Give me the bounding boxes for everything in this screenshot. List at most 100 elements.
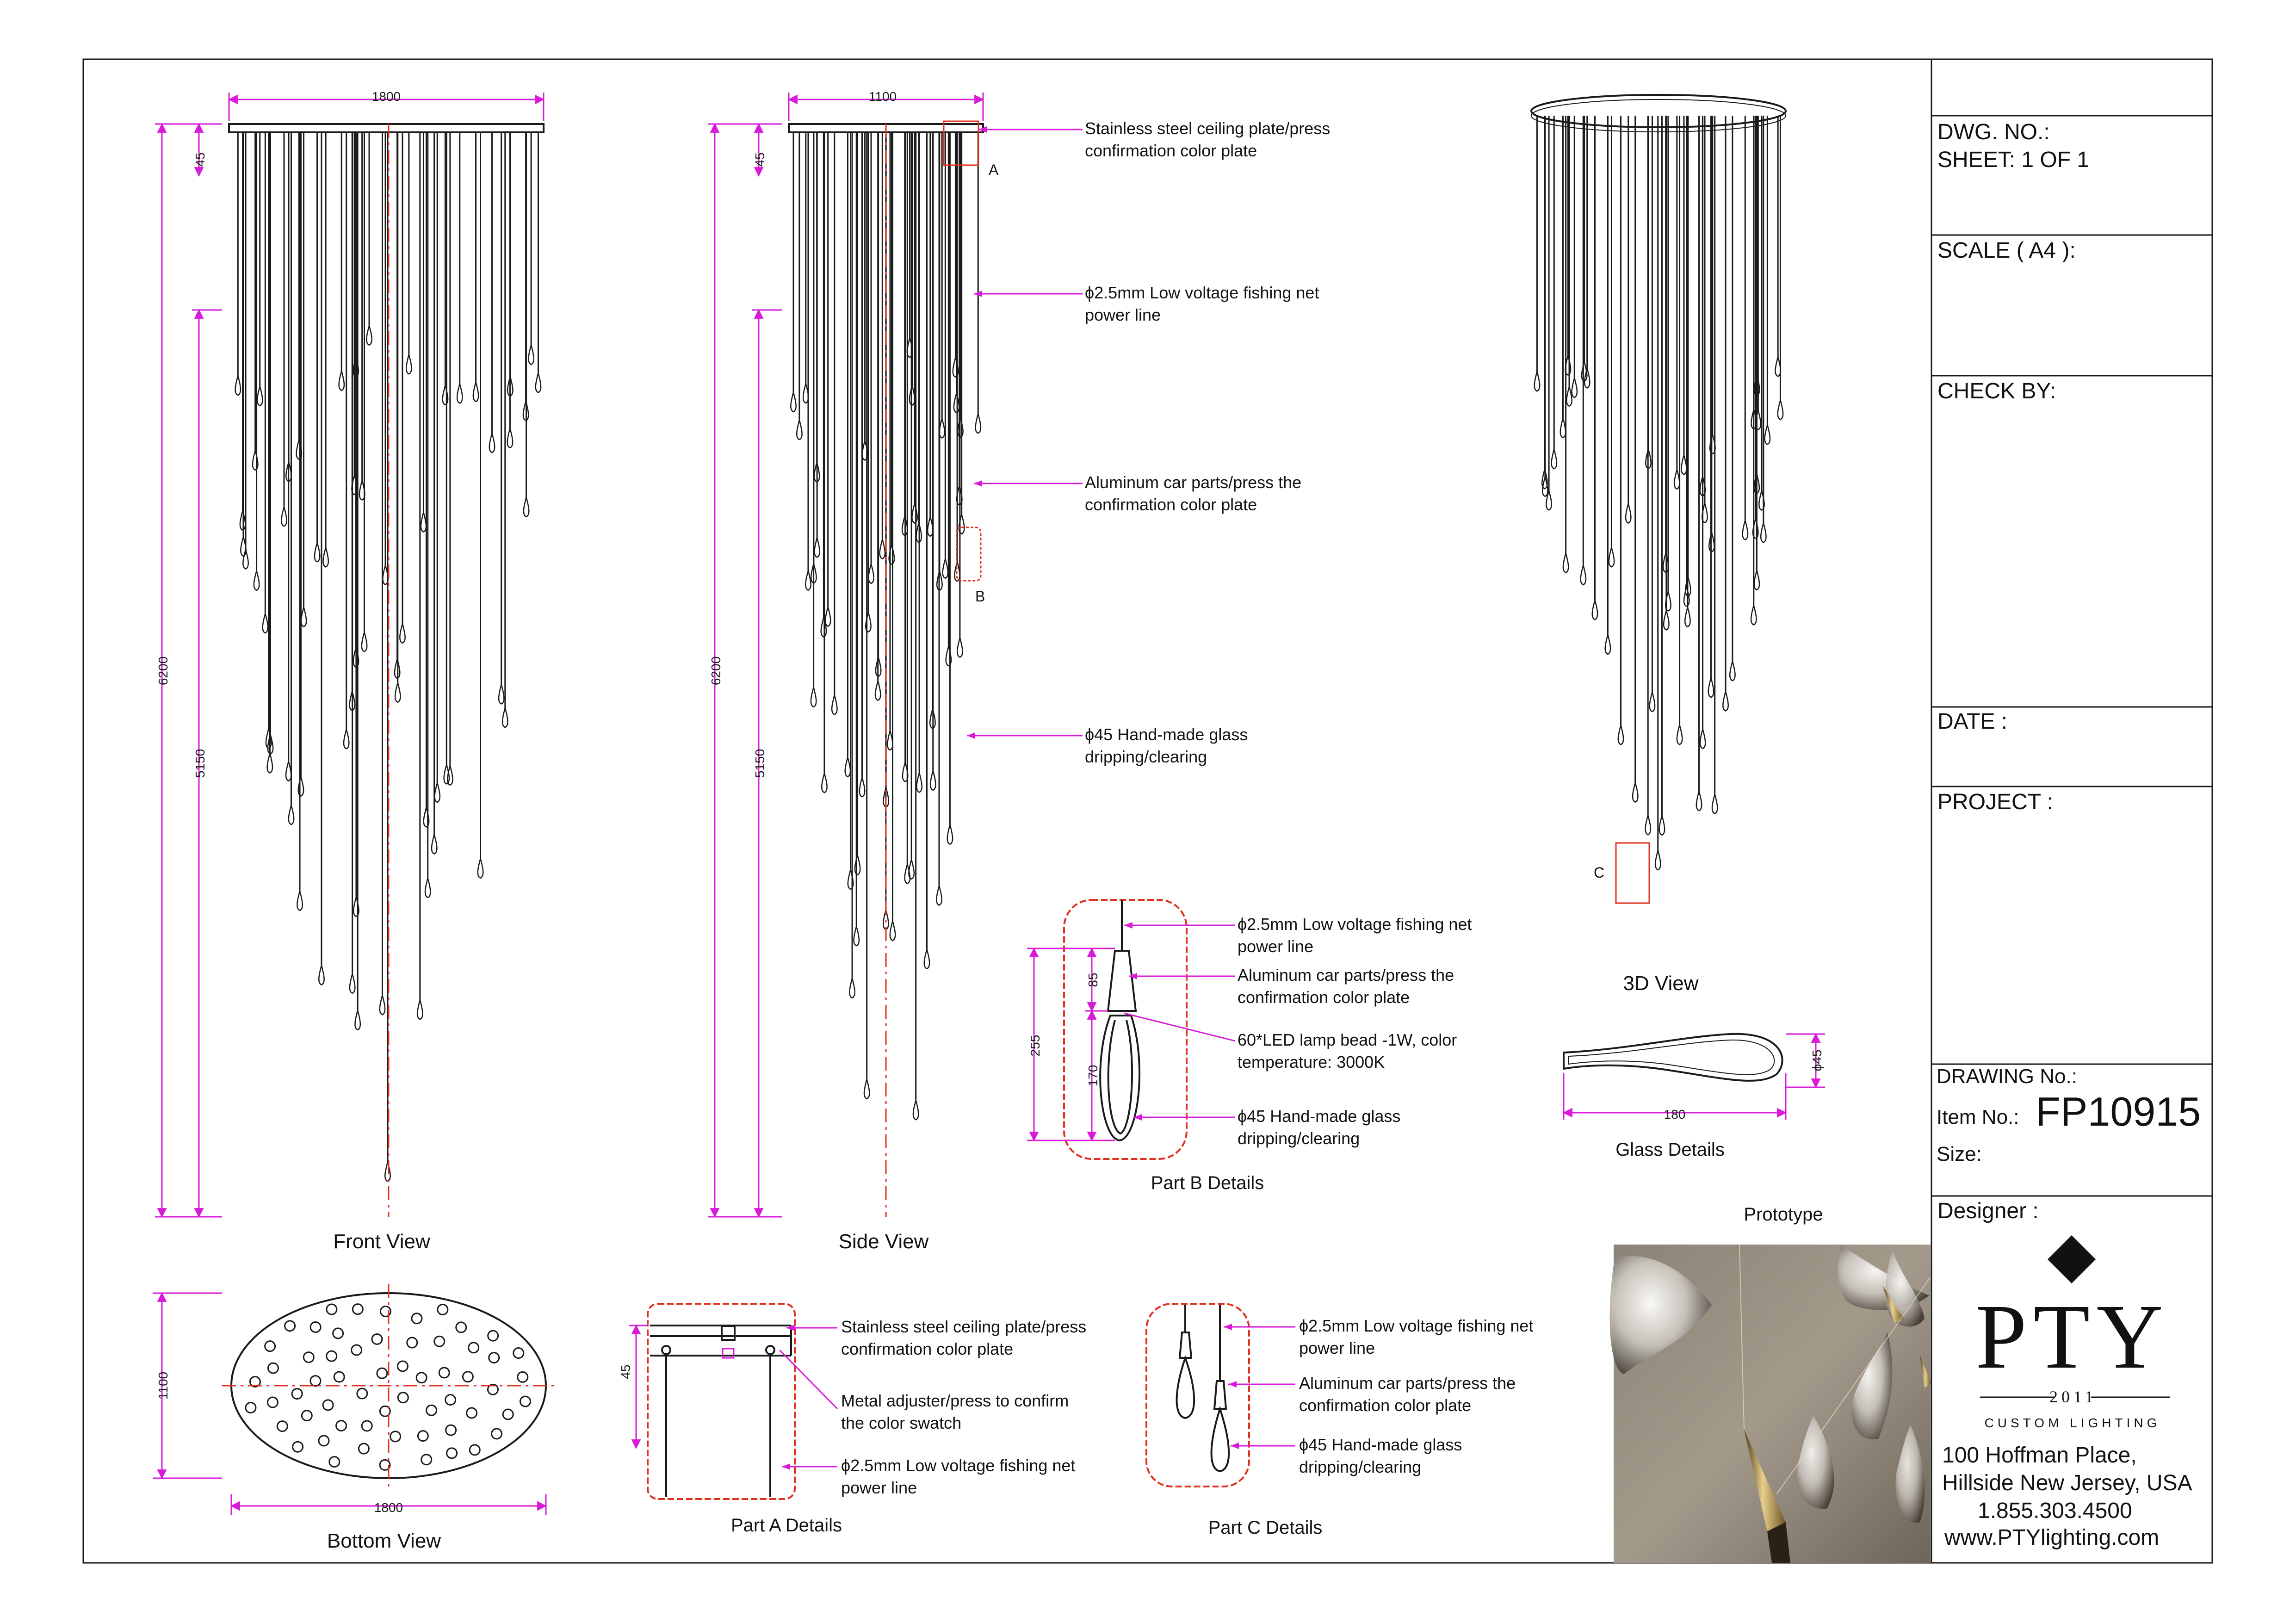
glass-drop bbox=[1654, 848, 1661, 871]
glass-drop bbox=[811, 561, 817, 584]
glass-drop bbox=[343, 727, 350, 750]
front-ceiling-plate bbox=[228, 123, 545, 133]
bottom-dim-height: 1100 bbox=[156, 1372, 170, 1400]
glass-drop bbox=[1722, 689, 1729, 712]
glass-drop bbox=[958, 512, 965, 535]
front-dim-width: 1800 bbox=[372, 89, 401, 104]
bottom-dimensions bbox=[153, 1292, 547, 1515]
glass-drop bbox=[953, 391, 960, 414]
diamond-icon bbox=[2048, 1235, 2096, 1283]
designer-label: Designer : bbox=[1937, 1199, 2039, 1223]
part-a-callout-adjuster-2: the color swatch bbox=[841, 1413, 961, 1432]
mount-hole bbox=[513, 1347, 525, 1359]
side-leader-heads bbox=[967, 126, 987, 739]
phone: 1.855.303.4500 bbox=[1978, 1499, 2132, 1523]
part-b-callout-line-2: power line bbox=[1238, 937, 1313, 956]
glass-drop bbox=[1753, 373, 1760, 396]
mount-hole bbox=[326, 1350, 338, 1362]
drawing-no-label: DRAWING No.: bbox=[1937, 1065, 2077, 1088]
glass-drop bbox=[1683, 584, 1690, 607]
glass-drop bbox=[1659, 813, 1665, 836]
glass-drop bbox=[1711, 792, 1718, 815]
glass-drop bbox=[472, 380, 479, 403]
glass-drop bbox=[285, 759, 292, 782]
glass-drop bbox=[288, 803, 295, 825]
mount-hole bbox=[276, 1420, 288, 1432]
mount-hole bbox=[333, 1371, 345, 1383]
glass-drop bbox=[353, 895, 359, 917]
front-view: 1800 6200 45 5150 Front View bbox=[155, 89, 545, 1253]
part-a-callout-line-1: ϕ2.5mm Low voltage fishing net bbox=[841, 1456, 1075, 1475]
part-c-callout-glass-1: ϕ45 Hand-made glass bbox=[1299, 1435, 1462, 1454]
glass-drop bbox=[1571, 376, 1578, 398]
glass-drop bbox=[300, 605, 307, 627]
logo-name: PTY bbox=[1975, 1286, 2170, 1388]
glass-drop bbox=[297, 889, 303, 911]
glass-details-title: Glass Details bbox=[1615, 1140, 1725, 1160]
sheet-label: SHEET: 1 OF 1 bbox=[1937, 148, 2090, 172]
mount-hole bbox=[468, 1342, 480, 1354]
part-b-callout-line-1: ϕ2.5mm Low voltage fishing net bbox=[1238, 915, 1472, 934]
website[interactable]: www.PTYlighting.com bbox=[1944, 1525, 2160, 1550]
glass-drop bbox=[1750, 603, 1757, 626]
callout-ceiling-plate-1: Stainless steel ceiling plate/press bbox=[1085, 119, 1330, 138]
side-dim-width: 1100 bbox=[869, 89, 897, 104]
glass-drop bbox=[844, 755, 851, 778]
mount-hole bbox=[455, 1321, 467, 1333]
sheet-frame bbox=[82, 58, 2213, 1564]
glass-drop bbox=[957, 415, 964, 438]
glass-drop bbox=[1676, 723, 1683, 745]
glass-drop bbox=[1684, 605, 1691, 627]
address-line-1: 100 Hoffman Place, bbox=[1942, 1443, 2137, 1468]
glass-drop bbox=[1649, 690, 1656, 712]
glass-drop bbox=[443, 762, 450, 785]
glass-drop bbox=[405, 352, 412, 375]
bottom-view: 1800 1100 Bottom View bbox=[153, 1284, 555, 1552]
mount-hole bbox=[284, 1320, 296, 1332]
glass-drop bbox=[1775, 354, 1782, 377]
glass-drop bbox=[1541, 475, 1548, 497]
glass-drop bbox=[262, 611, 269, 634]
glass-drop bbox=[297, 774, 304, 797]
glass-drop bbox=[349, 972, 356, 994]
dwg-no-label: DWG. NO.: bbox=[1937, 120, 2050, 144]
mount-hole bbox=[433, 1335, 446, 1347]
mount-hole bbox=[491, 1428, 503, 1440]
mount-hole bbox=[371, 1333, 383, 1345]
glass-drop bbox=[889, 919, 896, 942]
glass-drop bbox=[1534, 369, 1541, 392]
glass-drop bbox=[523, 495, 530, 518]
glass-drop bbox=[1604, 632, 1611, 655]
glass-drop bbox=[1584, 366, 1590, 389]
front-dim-plate: 45 bbox=[193, 152, 207, 167]
glass-drop bbox=[820, 615, 827, 638]
part-b-dim-total: 255 bbox=[1028, 1035, 1042, 1057]
callout-power-line-2: power line bbox=[1085, 305, 1161, 324]
part-b-callout-alu-1: Aluminum car parts/press the bbox=[1238, 966, 1454, 985]
glass-drop bbox=[361, 630, 368, 652]
date-label: DATE : bbox=[1937, 709, 2008, 734]
glass-drop bbox=[1580, 563, 1587, 586]
glass-drop bbox=[1625, 501, 1632, 524]
mount-hole bbox=[390, 1431, 402, 1443]
three-d-marker-c-box bbox=[1615, 842, 1650, 904]
glass-drop bbox=[957, 635, 963, 658]
mount-hole bbox=[264, 1340, 276, 1352]
bottom-dim-width: 1800 bbox=[374, 1500, 403, 1515]
mount-hole bbox=[396, 1360, 408, 1372]
glass-drop bbox=[814, 535, 821, 558]
glass-drop bbox=[1566, 384, 1572, 407]
mount-hole bbox=[332, 1327, 344, 1339]
front-strands bbox=[235, 132, 542, 1183]
part-b-outline bbox=[1063, 899, 1188, 1160]
front-view-title: Front View bbox=[333, 1230, 430, 1253]
glass-drop bbox=[854, 853, 861, 875]
glass-drop bbox=[1645, 446, 1652, 470]
glass-drop bbox=[1551, 447, 1558, 470]
glass-drop bbox=[936, 569, 943, 591]
glass-drop bbox=[366, 323, 372, 346]
glass-drop bbox=[528, 342, 534, 365]
glass-drop bbox=[853, 924, 860, 947]
mount-hole bbox=[326, 1303, 338, 1315]
glass-drop bbox=[1645, 813, 1652, 836]
